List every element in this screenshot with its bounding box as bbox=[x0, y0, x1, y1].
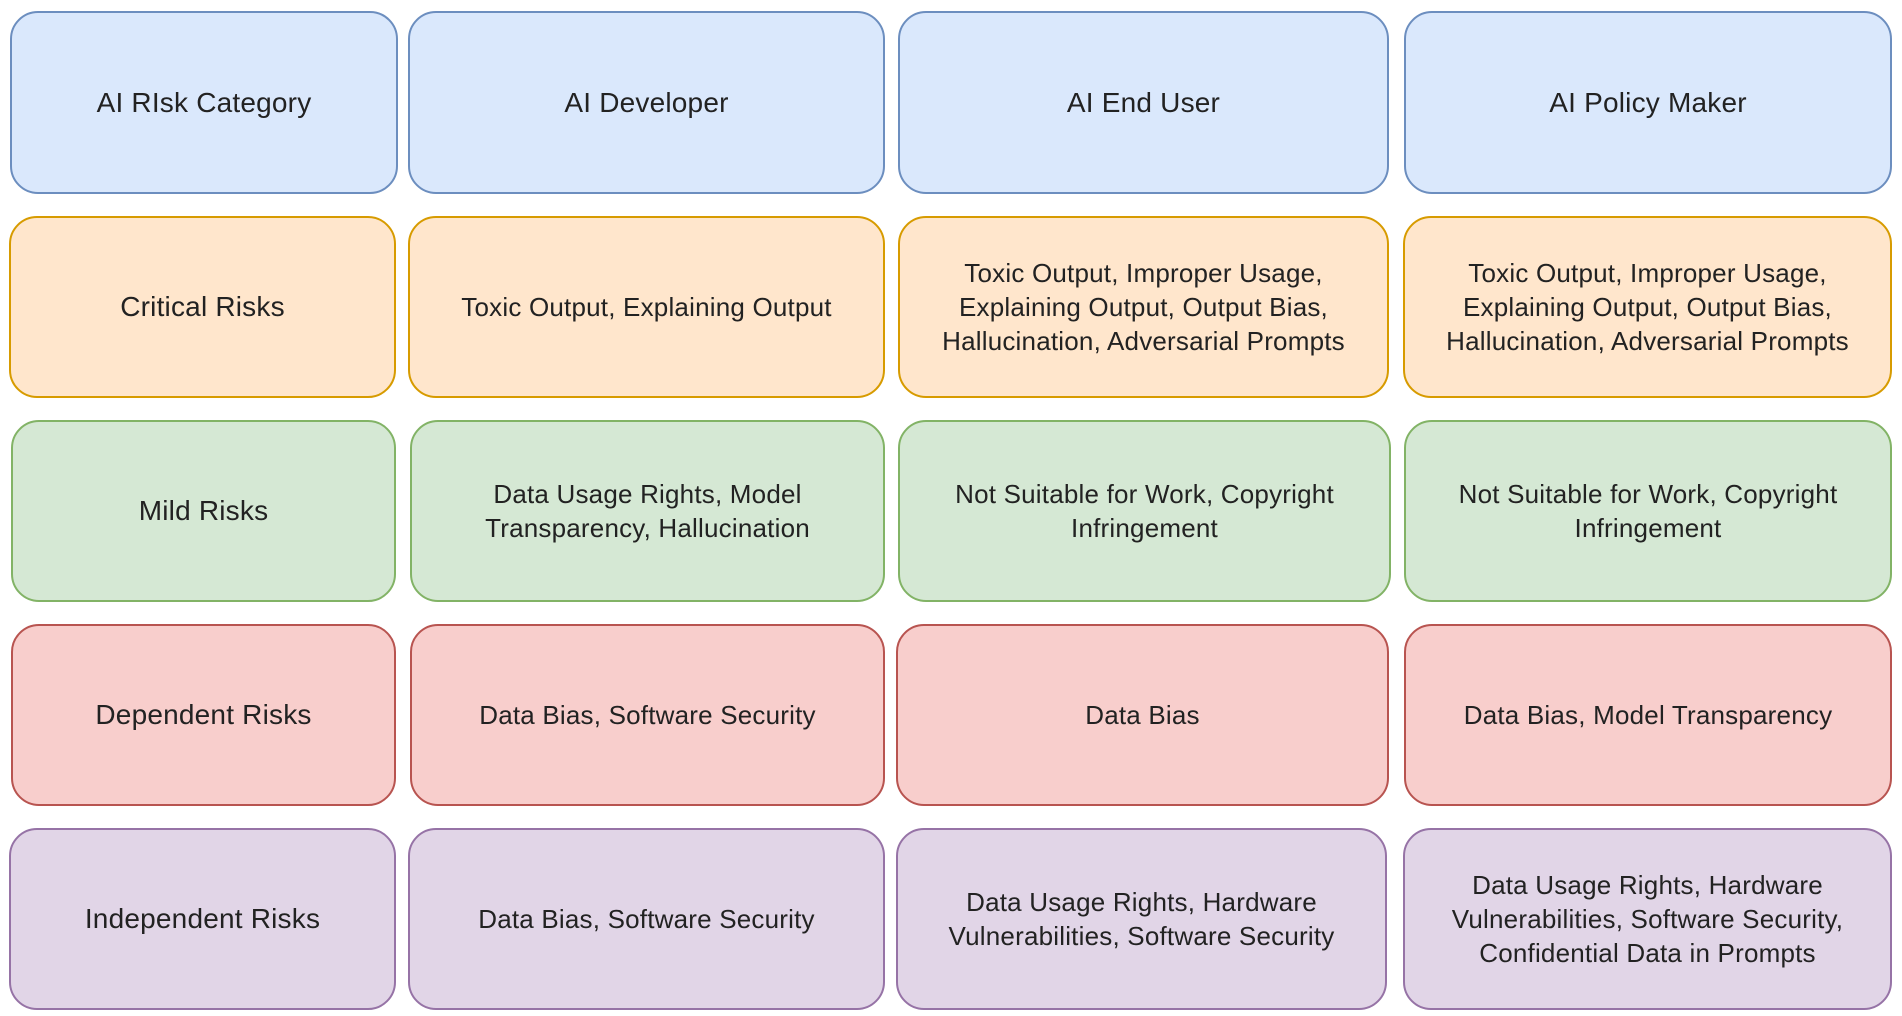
cell-dependent-end-user: Data Bias bbox=[896, 624, 1389, 806]
header-ai-end-user: AI End User bbox=[898, 11, 1389, 194]
cell-critical-end-user: Toxic Output, Improper Usage, Explaining… bbox=[898, 216, 1389, 398]
header-category: AI RIsk Category bbox=[10, 11, 398, 194]
cell-independent-developer: Data Bias, Software Security bbox=[408, 828, 885, 1010]
row-label-mild-risks: Mild Risks bbox=[11, 420, 396, 602]
cell-critical-developer: Toxic Output, Explaining Output bbox=[408, 216, 885, 398]
row-label-independent-risks: Independent Risks bbox=[9, 828, 396, 1010]
cell-mild-policy-maker: Not Suitable for Work, Copyright Infring… bbox=[1404, 420, 1892, 602]
row-label-critical-risks: Critical Risks bbox=[9, 216, 396, 398]
header-ai-policy-maker: AI Policy Maker bbox=[1404, 11, 1892, 194]
cell-independent-policy-maker: Data Usage Rights, Hardware Vulnerabilit… bbox=[1403, 828, 1892, 1010]
cell-critical-policy-maker: Toxic Output, Improper Usage, Explaining… bbox=[1403, 216, 1892, 398]
header-ai-developer: AI Developer bbox=[408, 11, 885, 194]
row-label-dependent-risks: Dependent Risks bbox=[11, 624, 396, 806]
cell-dependent-developer: Data Bias, Software Security bbox=[410, 624, 885, 806]
cell-mild-developer: Data Usage Rights, Model Transparency, H… bbox=[410, 420, 885, 602]
cell-mild-end-user: Not Suitable for Work, Copyright Infring… bbox=[898, 420, 1391, 602]
cell-independent-end-user: Data Usage Rights, Hardware Vulnerabilit… bbox=[896, 828, 1387, 1010]
cell-dependent-policy-maker: Data Bias, Model Transparency bbox=[1404, 624, 1892, 806]
